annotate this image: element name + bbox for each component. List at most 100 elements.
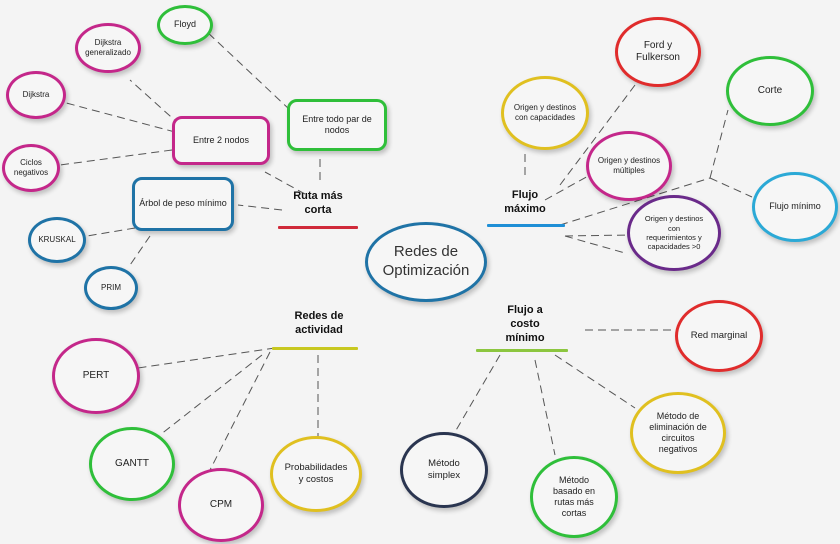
node-entre-todo-label-1: Entre todo par de	[302, 113, 372, 124]
hub-ruta-mas-corta: Ruta más corta	[282, 190, 354, 218]
node-prim: PRIM	[84, 266, 138, 310]
hub-actividad-label-2: actividad	[295, 323, 343, 336]
node-entre-todo-par: Entre todo par de nodos	[287, 99, 387, 151]
node-rutas-label-1: Método	[558, 474, 590, 485]
node-kruskal: KRUSKAL	[28, 217, 86, 263]
node-entre-2-nodos-label: Entre 2 nodos	[192, 134, 250, 145]
node-origen-req-label-4: capacidades >0	[647, 242, 701, 252]
center-node-label-1: Redes de	[393, 243, 459, 261]
node-corte-label: Corte	[757, 84, 783, 96]
node-entre-2-nodos: Entre 2 nodos	[172, 116, 270, 165]
node-dijkstra-gen-label-2: generalizado	[85, 48, 131, 57]
node-simplex-label-2: simplex	[427, 470, 461, 481]
node-ford-fulkerson: Ford y Fulkerson	[615, 17, 701, 87]
hub-costo-underline	[476, 349, 568, 352]
node-flujo-min-label: Flujo mínimo	[769, 201, 821, 212]
connector-line	[237, 204, 283, 211]
node-prob-label-2: y costos	[298, 474, 334, 485]
node-metodo-simplex: Método simplex	[400, 432, 488, 508]
node-cpm: CPM	[178, 468, 264, 542]
connector-line	[559, 177, 711, 226]
node-origen-multiples: Origen y destinos múltiples	[586, 131, 672, 201]
node-origen-mult-label-1: Origen y destinos	[597, 156, 661, 165]
node-origen-requerimientos: Origen y destinos con requerimientos y c…	[627, 195, 721, 271]
node-origen-capacidades: Origen y destinos con capacidades	[501, 76, 589, 150]
node-pert-label: PERT	[82, 369, 110, 381]
connector-line	[564, 234, 631, 237]
node-red-marginal-label: Red marginal	[690, 330, 748, 342]
center-node: Redes de Optimización	[365, 222, 487, 302]
node-metodo-rutas-cortas: Método basado en rutas más cortas	[530, 456, 618, 538]
node-gantt: GANTT	[89, 427, 175, 501]
hub-flujo-costo: Flujo a costo mínimo	[488, 304, 562, 345]
node-red-marginal: Red marginal	[675, 300, 763, 372]
node-entre-todo-label-2: nodos	[324, 125, 350, 135]
node-metodo-eliminacion: Método de eliminación de circuitos negat…	[630, 392, 726, 474]
node-elim-label-3: circuitos	[661, 433, 695, 443]
node-elim-label-2: eliminación de	[649, 421, 707, 432]
hub-redes-actividad: Redes de actividad	[280, 310, 358, 338]
node-floyd-label: Floyd	[173, 19, 196, 30]
hub-costo-label-2: costo	[510, 317, 540, 330]
node-dijkstra-gen-label-1: Dijkstra	[94, 38, 122, 47]
hub-flujo-max-label-2: máximo	[504, 202, 546, 215]
node-pert: PERT	[52, 338, 140, 414]
connector-line	[129, 79, 181, 126]
connector-line	[559, 84, 636, 186]
hub-flujo-max-underline	[487, 224, 565, 227]
node-corte: Corte	[726, 56, 814, 126]
node-kruskal-label: KRUSKAL	[38, 235, 76, 244]
node-ford-label-2: Fulkerson	[636, 52, 680, 63]
node-origen-req-label-2: con	[667, 223, 681, 233]
node-arbol-peso-minimo: Árbol de peso mínimo	[132, 177, 234, 231]
connector-line	[709, 177, 753, 198]
node-flujo-minimo: Flujo mínimo	[752, 172, 838, 242]
center-node-label-2: Optimización	[382, 262, 470, 279]
node-ciclos-negativos: Ciclos negativos	[2, 144, 60, 192]
connector-line	[534, 359, 556, 456]
hub-ruta-underline	[278, 226, 358, 229]
hub-flujo-max-label-1: Flujo	[511, 189, 539, 201]
connector-line	[137, 347, 276, 369]
node-ford-label-1: Ford y	[643, 39, 673, 51]
connector-line	[564, 235, 626, 254]
connector-line	[544, 174, 591, 201]
node-arbol-label: Árbol de peso mínimo	[139, 198, 227, 209]
node-gantt-label: GANTT	[115, 457, 149, 469]
hub-flujo-maximo: Flujo máximo	[490, 189, 560, 217]
node-rutas-label-2: basado en	[552, 485, 596, 496]
hub-costo-label-1: Flujo a	[507, 304, 543, 316]
node-origen-mult-label-2: múltiples	[613, 166, 645, 175]
connector-line	[554, 354, 636, 409]
node-ciclos-label-2: negativos	[13, 168, 49, 177]
node-rutas-label-4: cortas	[561, 508, 587, 519]
connector-line	[54, 99, 176, 133]
node-floyd: Floyd	[157, 5, 213, 45]
node-origen-req-label-3: requerimientos y	[646, 233, 702, 242]
hub-actividad-label-1: Redes de	[294, 310, 344, 322]
node-dijkstra-generalizado: Dijkstra generalizado	[75, 23, 141, 73]
connector-line	[204, 29, 291, 111]
node-origen-cap-label-1: Origen y destinos	[513, 103, 577, 112]
node-dijkstra-label: Dijkstra	[22, 90, 50, 99]
connector-line	[264, 171, 306, 195]
connector-line	[127, 235, 151, 269]
connector-line	[159, 354, 263, 436]
connector-line	[74, 227, 136, 239]
node-origen-cap-label-2: con capacidades	[514, 113, 576, 122]
node-dijkstra: Dijkstra	[6, 71, 66, 119]
hub-ruta-label-2: corta	[304, 203, 332, 216]
node-elim-label-1: Método de	[656, 410, 700, 421]
node-elim-label-4: negativos	[658, 444, 698, 455]
hub-costo-label-3: mínimo	[505, 331, 545, 344]
connector-line	[454, 354, 501, 433]
connector-line	[209, 351, 271, 471]
node-prob-label-1: Probabilidades	[284, 462, 348, 474]
connector-line	[59, 149, 173, 166]
connector-line	[709, 109, 729, 179]
node-prim-label: PRIM	[101, 283, 121, 292]
node-simplex-label-1: Método	[428, 458, 460, 470]
node-cpm-label: CPM	[209, 498, 233, 510]
